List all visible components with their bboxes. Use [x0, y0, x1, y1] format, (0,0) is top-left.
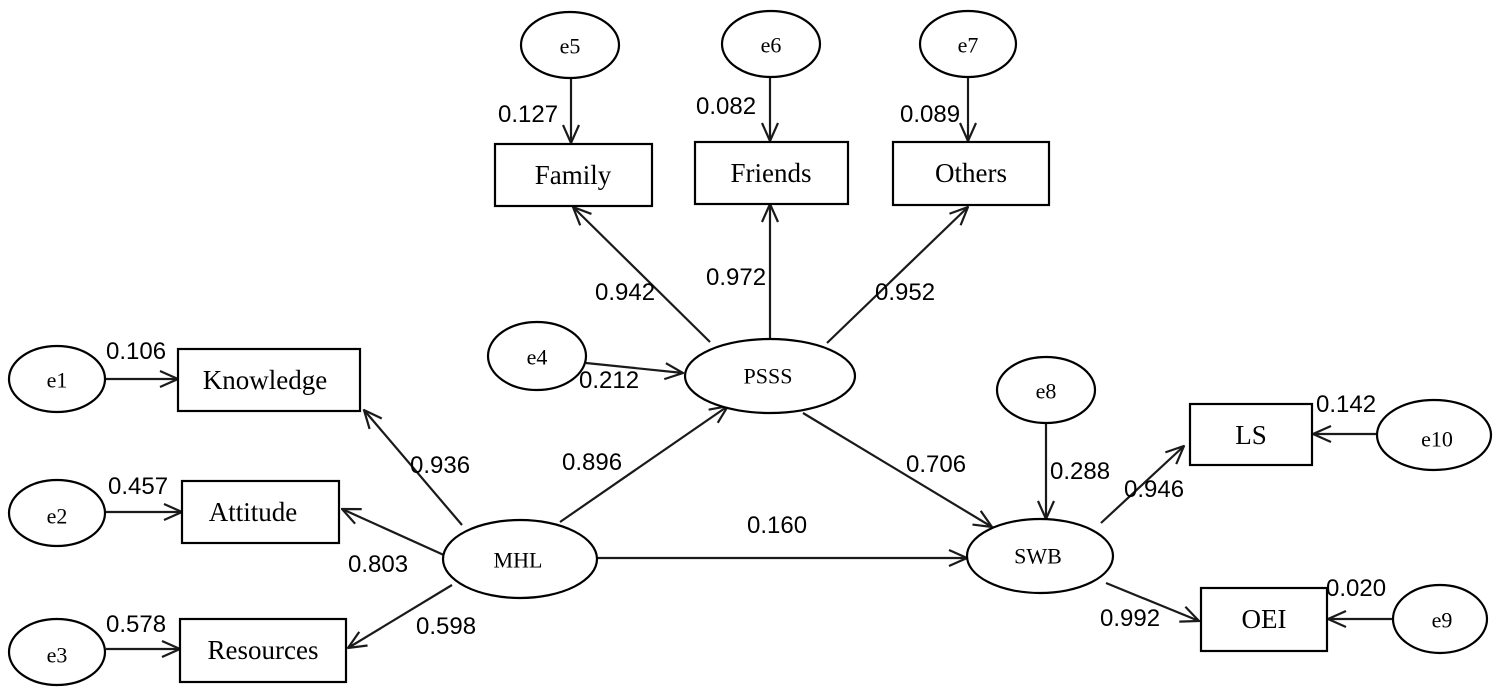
mhl-label: MHL — [494, 548, 543, 573]
attitude-box — [180, 479, 341, 545]
e10-label: e10 — [1421, 427, 1453, 452]
edge-mhl-resources — [348, 584, 453, 648]
coef-e7-others: 0.089 — [900, 101, 960, 128]
e8-label: e8 — [1036, 379, 1057, 404]
e5-ellipse — [519, 10, 621, 80]
coef-pssss-others: 0.952 — [875, 279, 935, 306]
e2-label: e2 — [47, 504, 68, 529]
coef-e8-swb: 0.288 — [1050, 458, 1110, 485]
pssss-label: PSSS — [744, 364, 793, 389]
edge-e4-pssss — [585, 361, 683, 373]
edge-pssss-swb — [802, 412, 992, 527]
coef-e10-ls: 0.142 — [1316, 391, 1376, 418]
edge-swb-ls — [1100, 446, 1184, 524]
coef-mhl-resources: 0.598 — [416, 613, 476, 640]
coef-pssss-family: 0.942 — [595, 279, 655, 306]
coef-mhl-swb: 0.160 — [747, 512, 807, 539]
knowledge-box — [176, 347, 362, 413]
others-label: Others — [935, 158, 1007, 188]
e3-ellipse — [7, 617, 107, 687]
coef-e9-oei: 0.020 — [1326, 575, 1386, 602]
knowledge-label: Knowledge — [203, 365, 327, 395]
coef-pssss-friends: 0.972 — [706, 264, 766, 291]
oei-label: OEI — [1242, 604, 1287, 634]
e2-ellipse — [7, 478, 107, 548]
e8-ellipse — [995, 355, 1097, 425]
swb-label: SWB — [1014, 544, 1062, 569]
family-box — [493, 142, 654, 208]
edge-pssss-others — [826, 207, 968, 344]
e5-label: e5 — [560, 34, 581, 59]
edge-mhl-pssss — [559, 406, 728, 523]
coef-e4-pssss: 0.212 — [579, 367, 639, 394]
coef-e3-resources: 0.578 — [106, 611, 166, 638]
edge-mhl-attitude — [342, 509, 447, 558]
edge-mhl-knowledge — [364, 410, 463, 526]
friends-box — [693, 140, 850, 206]
coef-e1-knowledge: 0.106 — [106, 338, 166, 365]
friends-label: Friends — [731, 158, 812, 188]
coef-e2-attitude: 0.457 — [108, 473, 168, 500]
latent-variables: PSSS MHL SWB — [441, 337, 1115, 600]
coef-mhl-knowledge: 0.936 — [410, 452, 470, 479]
error-terms: e5 e6 e7 e1 e2 e3 e4 e8 e10 e9 — [7, 9, 1493, 687]
edges — [106, 77, 1394, 649]
coef-swb-oei: 0.992 — [1100, 605, 1160, 632]
edge-pssss-family — [573, 207, 711, 343]
mhl-ellipse — [441, 518, 599, 600]
path-coefficients: 0.127 0.082 0.089 0.942 0.972 0.952 0.21… — [106, 93, 1386, 640]
e1-ellipse — [7, 344, 107, 414]
attitude-label: Attitude — [209, 497, 298, 527]
coef-mhl-attitude: 0.803 — [348, 551, 408, 578]
coef-e5-family: 0.127 — [498, 101, 558, 128]
e9-label: e9 — [1432, 608, 1453, 633]
e1-label: e1 — [47, 368, 68, 393]
ls-label: LS — [1235, 420, 1267, 450]
e3-label: e3 — [47, 643, 68, 668]
family-label: Family — [535, 160, 612, 190]
coef-mhl-pssss: 0.896 — [562, 449, 622, 476]
resources-label: Resources — [208, 635, 319, 665]
others-box — [891, 140, 1051, 207]
ls-box — [1188, 402, 1314, 467]
observed-variables: Family Friends Others Knowledge Attitude… — [176, 140, 1329, 684]
e9-ellipse — [1391, 583, 1489, 655]
resources-box — [178, 617, 348, 684]
oei-box — [1199, 586, 1329, 653]
pssss-ellipse — [683, 337, 857, 415]
e6-ellipse — [720, 9, 822, 79]
coef-swb-ls: 0.946 — [1124, 476, 1184, 503]
coef-e6-friends: 0.082 — [696, 93, 756, 120]
e7-ellipse — [918, 9, 1018, 79]
e6-label: e6 — [761, 33, 782, 58]
e7-label: e7 — [958, 33, 979, 58]
edge-swb-oei — [1105, 581, 1199, 621]
coef-pssss-swb: 0.706 — [906, 451, 966, 478]
e10-ellipse — [1375, 398, 1493, 472]
e4-label: e4 — [527, 345, 548, 370]
e4-ellipse — [486, 320, 588, 392]
swb-ellipse — [965, 517, 1115, 595]
